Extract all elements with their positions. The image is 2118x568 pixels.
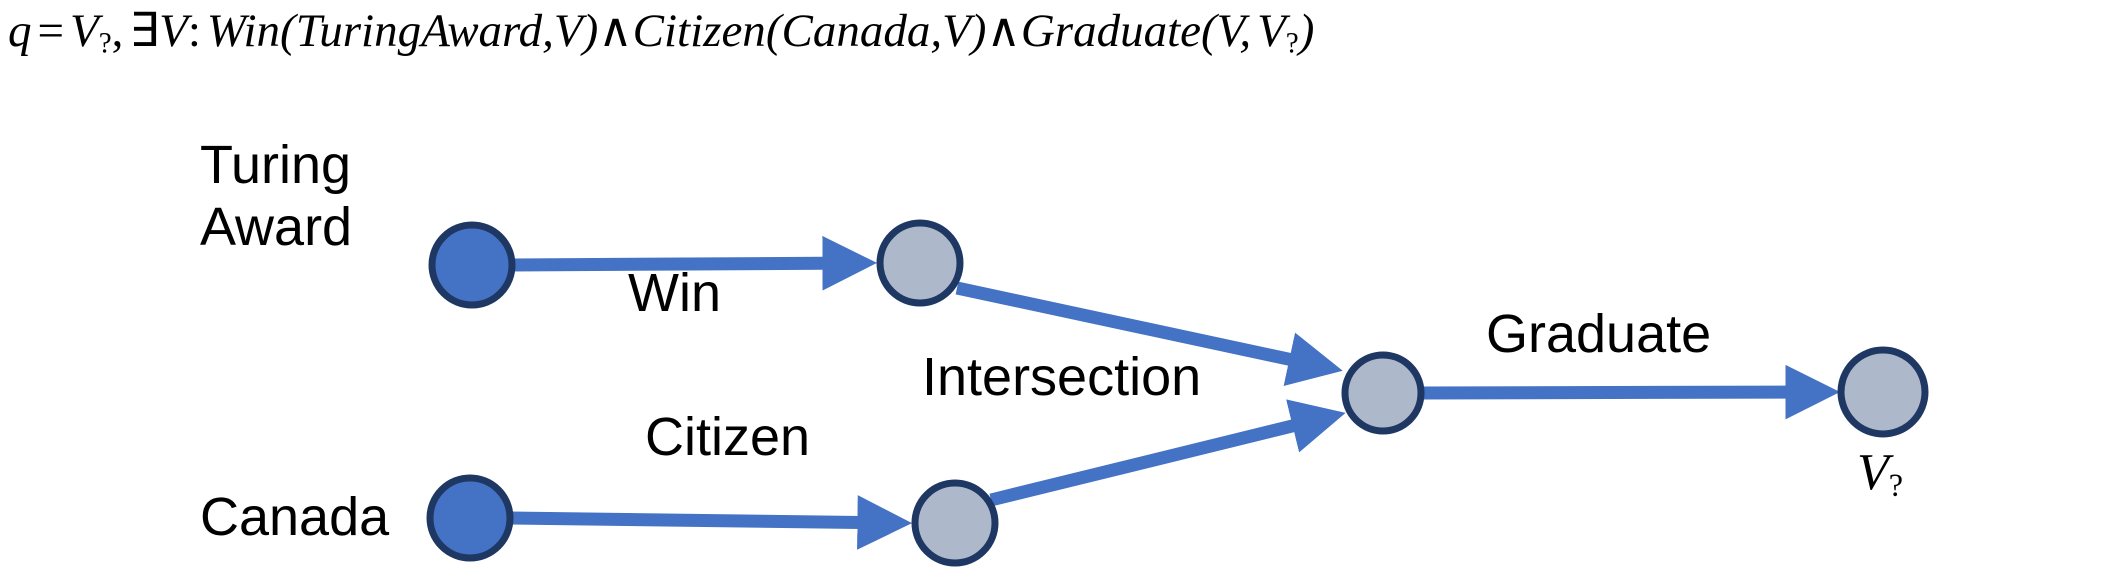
node-label-turing-award-line2: Award	[200, 197, 353, 257]
formula-atom2-arg2: V	[942, 5, 971, 57]
edge-win	[511, 235, 877, 291]
formula-atom3-arg2: V	[1257, 5, 1286, 57]
node-label-answer-var: V	[1857, 444, 1889, 501]
edge-intersection-top	[955, 281, 1343, 386]
node-win-result[interactable]	[876, 219, 964, 307]
formula-and-1: ∧	[598, 5, 633, 57]
edge-citizen	[509, 495, 912, 550]
formula-atom1-arg1: TuringAward	[295, 5, 543, 57]
formula-atom3-arg2-subscript: ?	[1285, 27, 1299, 60]
formula-head-variable: q	[8, 5, 32, 57]
formula-exists-quantifier: ∃	[129, 5, 160, 57]
formula-atom3-predicate: Graduate	[1020, 5, 1202, 57]
formula-and-2: ∧	[986, 5, 1021, 57]
formula-atom2-predicate: Citizen	[632, 5, 766, 57]
formula-atom2-arg1: Canada	[781, 5, 931, 57]
node-label-turing-award: Turing Award	[200, 134, 352, 258]
node-citizen-result[interactable]	[911, 479, 999, 567]
formula-comma: ,	[111, 5, 124, 57]
node-label-answer-subscript: ?	[1888, 467, 1904, 504]
edge-label-win: Win	[628, 263, 721, 323]
node-label-answer: V?	[1857, 447, 1903, 511]
formula-head-var: V	[70, 5, 99, 57]
edge-graduate	[1420, 364, 1840, 420]
node-answer[interactable]	[1837, 346, 1929, 438]
node-label-turing-award-line1: Turing	[200, 135, 352, 195]
edge-label-graduate: Graduate	[1486, 304, 1712, 364]
node-turing-award[interactable]	[428, 221, 516, 309]
edge-intersection-bottom	[989, 399, 1346, 507]
formula-atom3-arg1: V	[1216, 5, 1240, 57]
node-intersection-result[interactable]	[1341, 351, 1425, 435]
query-formula: q=V?,∃V:Win(TuringAward,V)∧Citizen(Canad…	[8, 5, 1315, 60]
formula-equals: =	[37, 5, 65, 57]
formula-head-var-subscript: ?	[98, 27, 112, 60]
formula-bound-var: V	[159, 5, 188, 57]
formula-atom1-arg2: V	[553, 5, 583, 57]
formula-colon: :	[187, 5, 201, 57]
formula-atom1-predicate: Win	[206, 5, 281, 57]
operation-label-intersection: Intersection	[922, 347, 1202, 407]
node-label-canada: Canada	[200, 487, 390, 547]
node-canada[interactable]	[426, 474, 514, 562]
edge-label-citizen: Citizen	[645, 407, 811, 467]
